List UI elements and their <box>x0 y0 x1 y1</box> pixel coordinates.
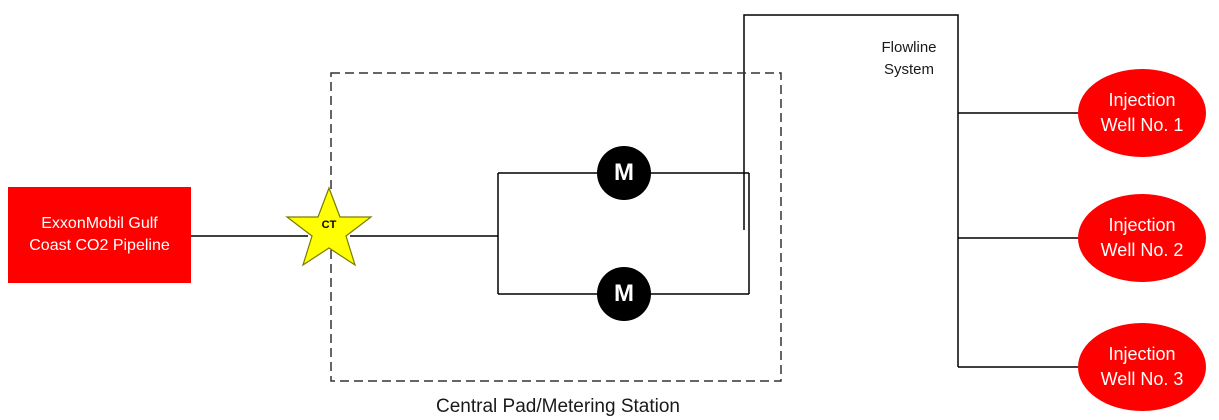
flowline-system-label: Flowline System <box>866 37 952 81</box>
well-1-line-1: Injection <box>1108 90 1176 110</box>
meter-1-label: M <box>614 159 634 186</box>
well-2-line-2: Well No. 2 <box>1100 240 1184 260</box>
flowline-label-line-2: System <box>883 61 934 78</box>
flowline-label-line-1: Flowline <box>881 39 937 56</box>
metering-station-boundary <box>330 72 782 382</box>
well-2-line-1: Injection <box>1108 215 1176 235</box>
custody-transfer-label: CT <box>321 219 337 231</box>
well-3-line-2: Well No. 3 <box>1100 369 1184 389</box>
well-1-line-2: Well No. 1 <box>1100 115 1184 135</box>
custody-transfer-star-icon <box>285 186 373 267</box>
injection-well-3: Injection Well No. 3 <box>1078 323 1206 411</box>
injection-well-2: Injection Well No. 2 <box>1078 194 1206 282</box>
meter-2-label: M <box>614 280 634 307</box>
source-line-2: Coast CO2 Pipeline <box>29 237 170 254</box>
meter-2: M <box>597 267 651 321</box>
injection-well-1: Injection Well No. 1 <box>1078 69 1206 157</box>
meter-1: M <box>597 146 651 200</box>
co2-pipeline-source: ExxonMobil Gulf Coast CO2 Pipeline <box>8 187 191 283</box>
source-line-1: ExxonMobil Gulf <box>41 215 158 232</box>
well-3-line-1: Injection <box>1108 344 1176 364</box>
outlet-to-flowline-line <box>743 14 959 367</box>
metering-station-label: Central Pad/Metering Station <box>436 396 680 417</box>
